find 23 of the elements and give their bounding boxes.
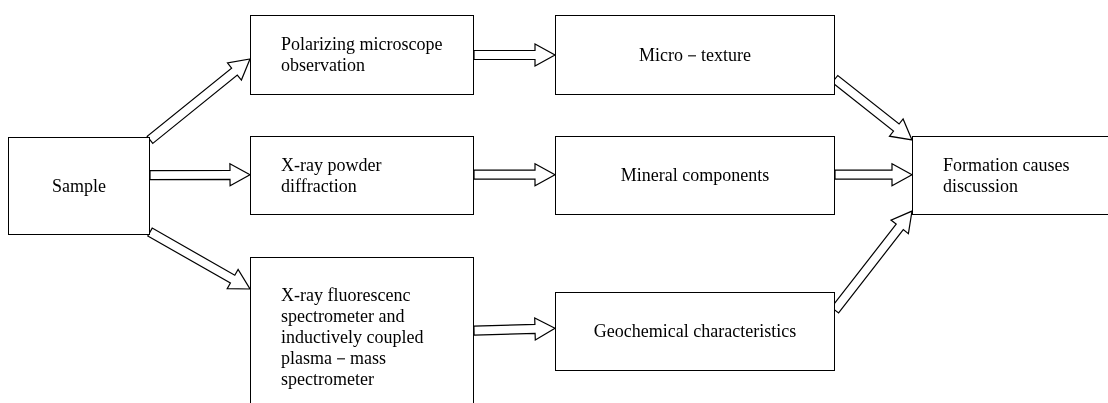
process-box [8, 137, 150, 235]
block-arrow [473, 43, 557, 67]
box-label: X-ray powder diffraction [281, 154, 383, 197]
process-box [250, 136, 474, 215]
box-label: X-ray fluorescenc spectrometer and inductively coupled plasma－mass spectrometer [281, 284, 425, 390]
block-arrow [147, 227, 252, 290]
process-box [555, 292, 835, 371]
box-label: Sample [52, 175, 106, 197]
block-arrow [473, 316, 557, 341]
block-arrow [834, 162, 914, 187]
block-arrow [473, 162, 557, 187]
process-box [912, 136, 1108, 215]
box-label: Micro－texture [639, 44, 751, 66]
process-box [250, 15, 474, 95]
box-label: Formation causes discussion [943, 154, 1071, 197]
block-arrow [146, 58, 251, 145]
box-label: Mineral components [620, 165, 770, 186]
process-box [555, 136, 835, 215]
process-box [555, 15, 835, 95]
process-box [250, 257, 474, 403]
box-label: Polarizing microscope observation [281, 34, 443, 76]
box-label: Geochemical characteristics [593, 321, 797, 342]
block-arrow [149, 162, 252, 187]
